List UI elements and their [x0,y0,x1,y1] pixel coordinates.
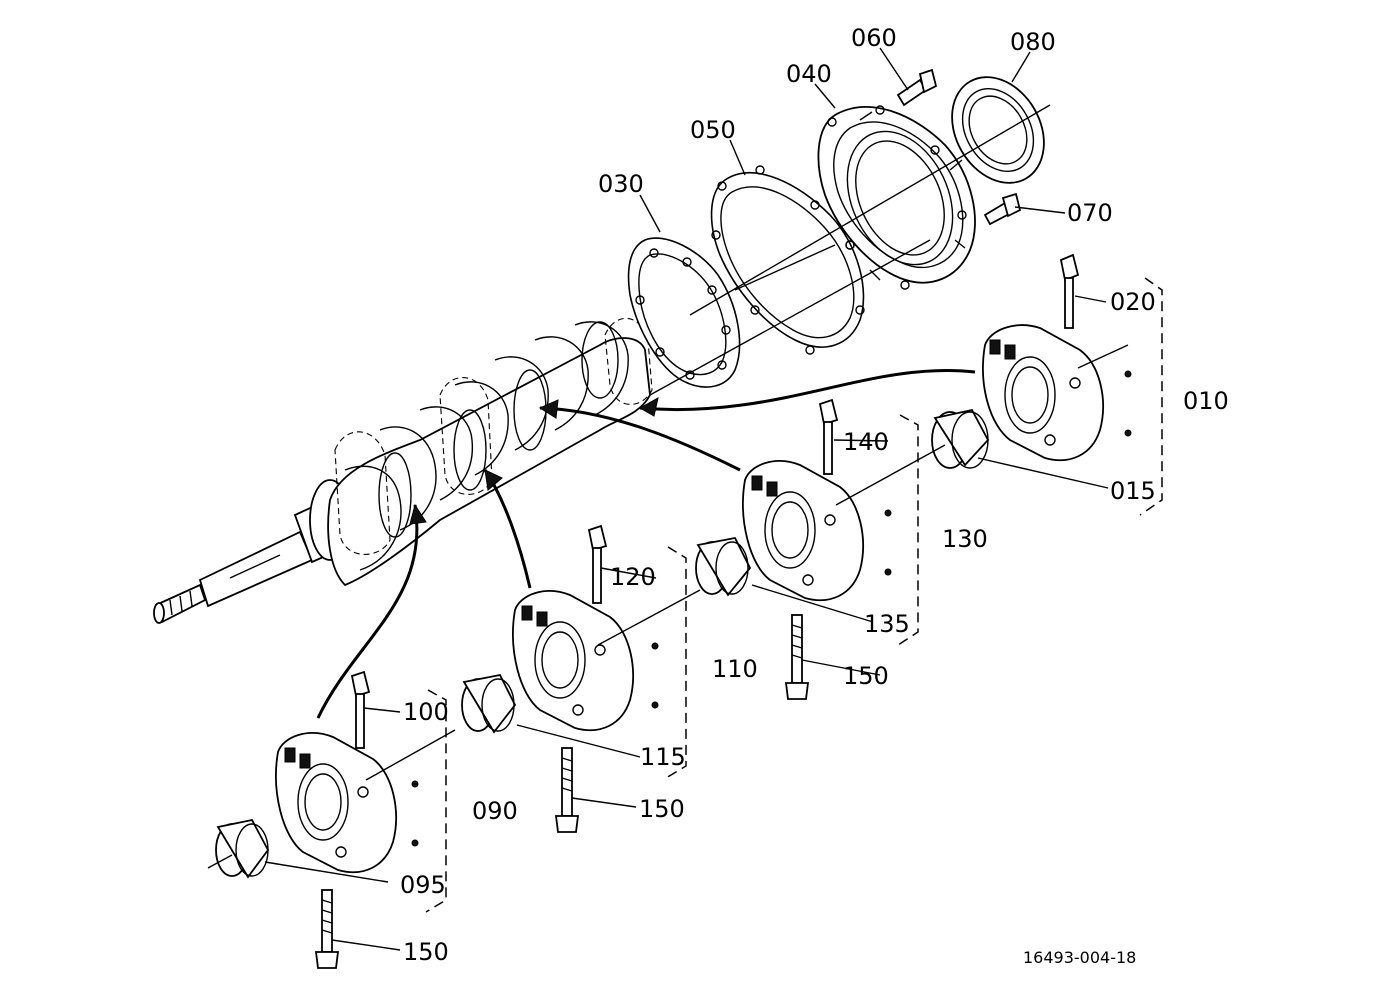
label-020: 020 [1110,288,1156,316]
label-015: 015 [1110,477,1156,505]
label-110: 110 [712,655,758,683]
oil-seal-080 [951,76,1045,184]
screw-070 [983,192,1022,226]
bolt-100 [350,670,371,749]
label-095: 095 [400,871,446,899]
crankshaft [153,317,653,624]
leader-lines [264,47,1109,951]
bolt-140 [818,398,839,475]
label-135: 135 [864,610,910,638]
group-brackets [425,277,1163,913]
label-010: 010 [1183,387,1229,415]
gasket-050 [710,165,865,355]
label-140: 140 [843,428,889,456]
bearing-case-010 [982,324,1132,462]
assembly-lines [207,104,1129,869]
label-070: 070 [1067,199,1113,227]
bearing-135 [695,536,752,597]
bolt-020 [1059,253,1080,329]
label-040: 040 [786,60,832,88]
label-150-b: 150 [639,795,685,823]
label-115: 115 [640,743,686,771]
install-arrows [316,368,976,719]
label-080: 080 [1010,28,1056,56]
label-150-a: 150 [403,938,449,966]
bearing-case-130 [742,460,892,602]
label-100: 100 [403,698,449,726]
bearing-095 [215,818,270,879]
label-150-c: 150 [843,662,889,690]
bolt-120 [587,524,608,604]
label-050: 050 [690,116,736,144]
label-090: 090 [472,797,518,825]
bearing-case-110 [512,590,659,732]
label-060: 060 [851,24,897,52]
bolt-150-a [314,889,340,969]
bearing-115 [461,673,517,734]
drawing-reference-number: 16493-004-18 [1023,948,1136,967]
label-130: 130 [942,525,988,553]
label-030: 030 [598,170,644,198]
bolt-150-b [554,747,580,833]
screw-060 [896,68,938,107]
part-labels: 010 015 020 030 040 050 060 070 080 090 … [400,24,1229,966]
bearing-015 [931,408,990,469]
gasket-030 [627,237,741,388]
label-120: 120 [610,563,656,591]
bolt-150-c [784,614,810,700]
bearing-case-090 [275,732,419,874]
